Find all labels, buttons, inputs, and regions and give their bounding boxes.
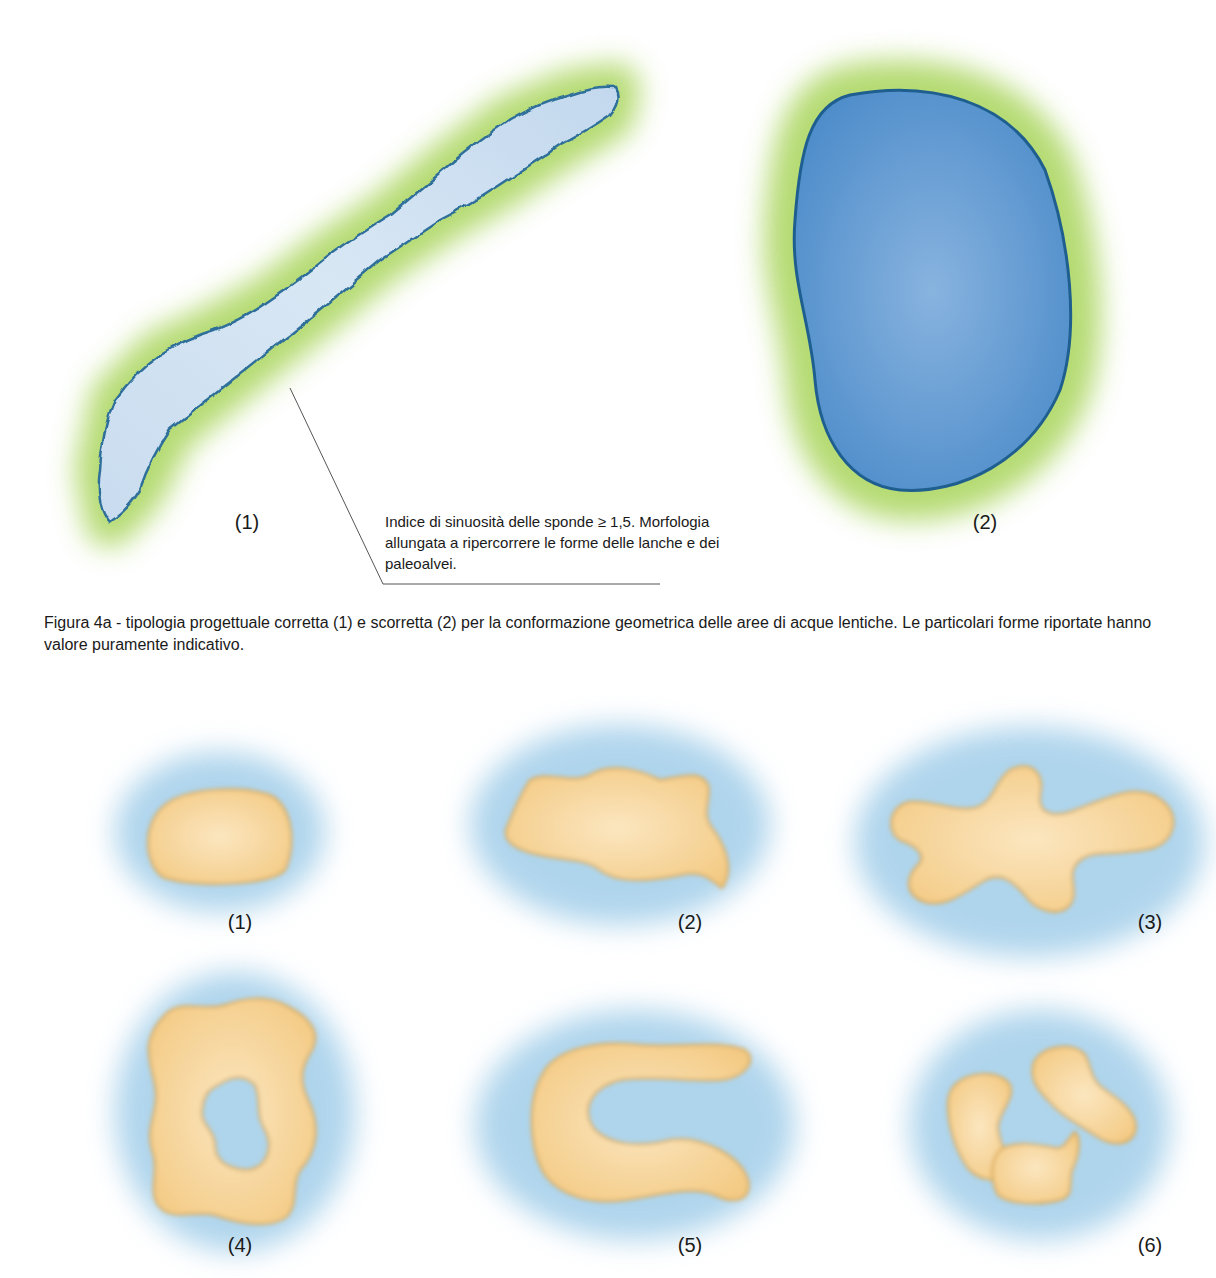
- callout-number: (5): [678, 1233, 702, 1257]
- callout-number: (6): [1138, 1233, 1162, 1257]
- lake-incorrect: [794, 90, 1070, 490]
- callout-number: (2): [973, 510, 997, 534]
- callout-number: (2): [678, 910, 702, 934]
- lake-correct: [99, 88, 618, 522]
- callout-number: (3): [1138, 910, 1162, 934]
- annotation-note: Indice di sinuosità delle sponde ≥ 1,5. …: [383, 511, 747, 574]
- callout-number: (1): [235, 510, 259, 534]
- figure-caption: Figura 4a - tipologia progettuale corret…: [44, 612, 1194, 656]
- callout-number: (1): [228, 910, 252, 934]
- callout-number: (4): [228, 1233, 252, 1257]
- island-shapes: [115, 725, 1205, 1252]
